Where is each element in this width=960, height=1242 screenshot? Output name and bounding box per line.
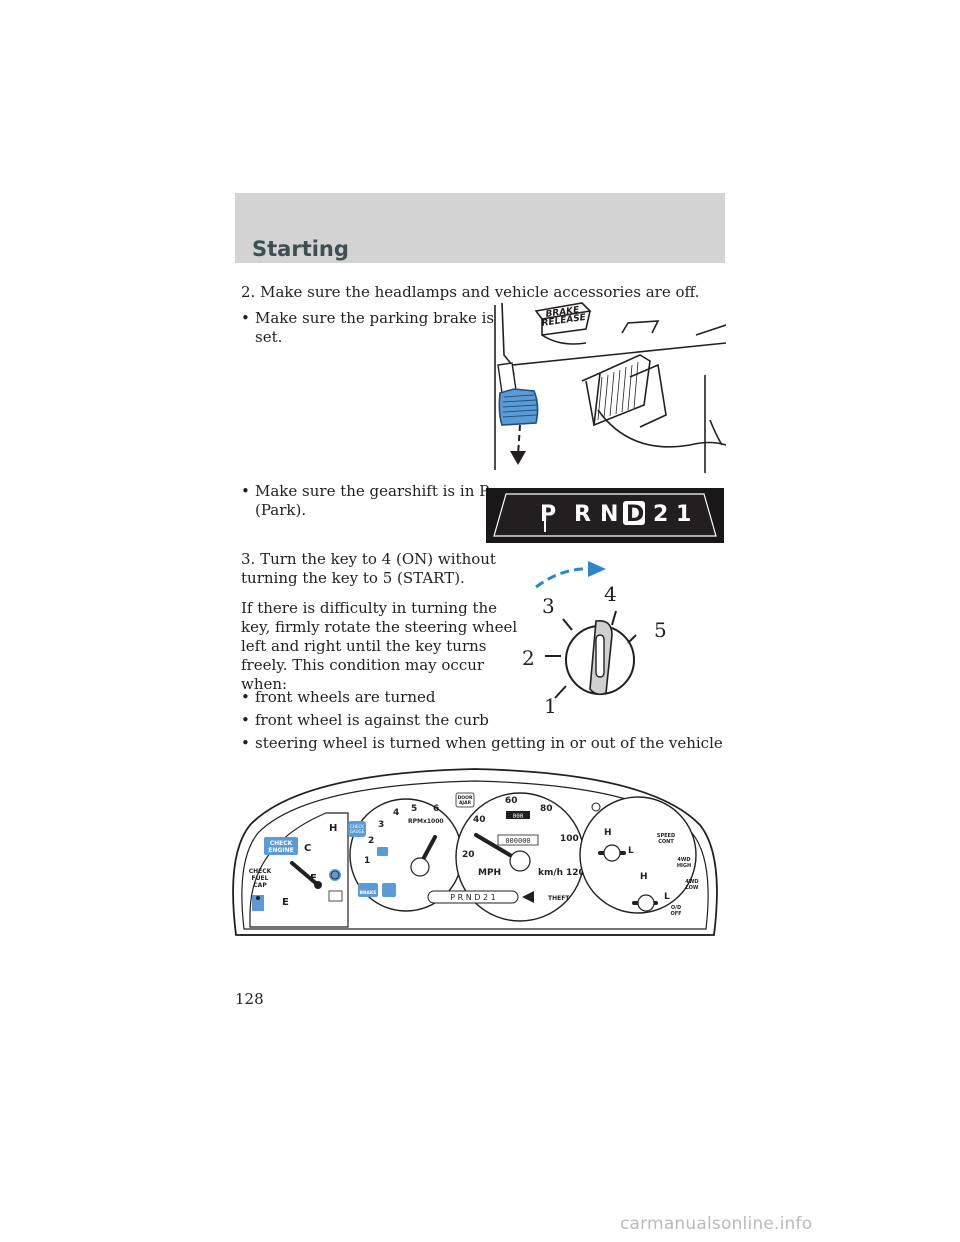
odometer-readout: 000000 [505,837,530,845]
oil-high-label: H [604,828,612,838]
4wd-high-1: 4WD [677,857,690,863]
gear-d: D [626,502,644,527]
gear-r: R [574,502,591,527]
bullet-text: steering wheel is turned when getting in… [255,734,723,752]
gearshift-indicator: P R N D 2 1 [486,488,724,543]
ignition-key-positions: 1 2 3 4 5 [522,561,667,718]
brake-warning-label: BRAKE [360,890,377,896]
mph-label: MPH [478,868,501,878]
check-gauge-label-1: CHECK [350,824,364,829]
speed-tick-20: 20 [462,850,475,860]
theft-label: THEFT [548,895,570,902]
rpm-tick-5: 5 [411,804,417,814]
rpm-tick-6: 6 [433,804,439,814]
bullet-steering-wheel: • steering wheel is turned when getting i… [241,734,723,754]
speed-tick-100: 100 [560,834,579,844]
rpm-tick-3: 3 [378,820,384,830]
check-engine-label-1: CHECK [270,840,293,847]
door-ajar-label-1: DOOR [458,795,473,801]
fuel-empty-label: E [282,897,289,908]
temp-cold-label: C [304,843,311,854]
check-fuel-cap-1: CHECK [249,868,272,875]
footer-watermark: carmanualsonline.info [620,1214,813,1234]
check-fuel-cap-2: FUEL [252,875,269,882]
cluster-prnd: P R N D 2 1 [450,893,495,902]
difficulty-line-4: freely. This condition may occur [241,656,485,674]
4wd-low-1: 4WD [685,879,698,885]
rpm-label: RPMx1000 [408,818,444,825]
fuel-full-label: F [310,873,317,884]
ignition-position-2: 2 [522,646,535,670]
section-title: Starting [252,237,349,261]
step-3-line-1: 3. Turn the key to 4 (ON) without [241,550,496,568]
volt-low-label: L [664,892,670,902]
bullet-front-wheels-turned: • front wheels are turned [241,688,435,708]
rpm-tick-1: 1 [364,856,370,866]
bullet-front-wheel-curb: • front wheel is against the curb [241,711,489,731]
oil-low-label: L [628,846,634,856]
volt-high-label: H [640,872,648,882]
bullet-symbol: • [241,482,250,500]
bullet-parking-brake-cont: set. [255,328,283,346]
gear-1: 1 [676,502,691,527]
instrument-cluster: CHECK ENGINE CHECK FUEL CAP H C F E 1 2 … [232,768,718,936]
speed-cont-1: SPEED [657,833,675,839]
parking-brake-illustration: BRAKE RELEASE [494,302,726,473]
gear-n: N [600,502,618,527]
od-off-2: OFF [670,911,681,917]
ignition-position-4: 4 [604,582,617,606]
ignition-position-1: 1 [544,694,557,718]
difficulty-line-3: left and right until the key turns [241,637,487,655]
check-gauge-label-2: GAUGE [350,829,365,834]
4wd-high-2: HIGH [677,863,691,869]
od-off-1: O/D [671,905,681,911]
speed-tick-40: 40 [473,815,486,825]
gear-p: P [540,502,556,527]
bullet-symbol: • [241,711,250,729]
bullet-text: Make sure the gearshift is in P [255,482,490,500]
difficulty-line-2: key, firmly rotate the steering wheel [241,618,518,636]
ignition-position-5: 5 [654,618,667,642]
trip-readout: 000 [513,813,524,820]
speed-tick-60: 60 [505,796,518,806]
4wd-low-2: LOW [686,885,699,891]
kmh-label: km/h [538,868,563,878]
difficulty-line-5: when: [241,675,288,693]
step-3-line-2: turning the key to 5 (START). [241,569,465,587]
bullet-parking-brake: • Make sure the parking brake is [241,309,494,329]
bullet-gearshift-cont: (Park). [255,501,307,519]
bullet-symbol: • [241,688,250,706]
difficulty-line-1: If there is difficulty in turning the [241,599,498,617]
rpm-tick-2: 2 [368,836,374,846]
speed-tick-80: 80 [540,804,553,814]
rpm-tick-4: 4 [393,808,399,818]
bullet-text: front wheels are turned [255,688,436,706]
section-header: Starting [235,193,725,263]
bullet-text: Make sure the parking brake is [255,309,495,327]
speed-cont-2: CONT [658,839,674,845]
check-engine-label-2: ENGINE [268,847,293,854]
page-number: 128 [235,990,264,1008]
bullet-gearshift: • Make sure the gearshift is in P [241,482,489,502]
gear-2: 2 [653,502,668,527]
check-fuel-cap-3: CAP [253,882,267,889]
brake-release-label: BRAKE [545,305,581,320]
door-ajar-label-2: AJAR [459,800,472,806]
bullet-symbol: • [241,734,250,752]
ignition-position-3: 3 [542,594,555,618]
bullet-symbol: • [241,309,250,327]
temp-hot-label: H [329,823,337,834]
speed-tick-120: 120 [566,868,585,878]
bullet-text: front wheel is against the curb [255,711,489,729]
step-2-text: 2. Make sure the headlamps and vehicle a… [241,283,700,301]
